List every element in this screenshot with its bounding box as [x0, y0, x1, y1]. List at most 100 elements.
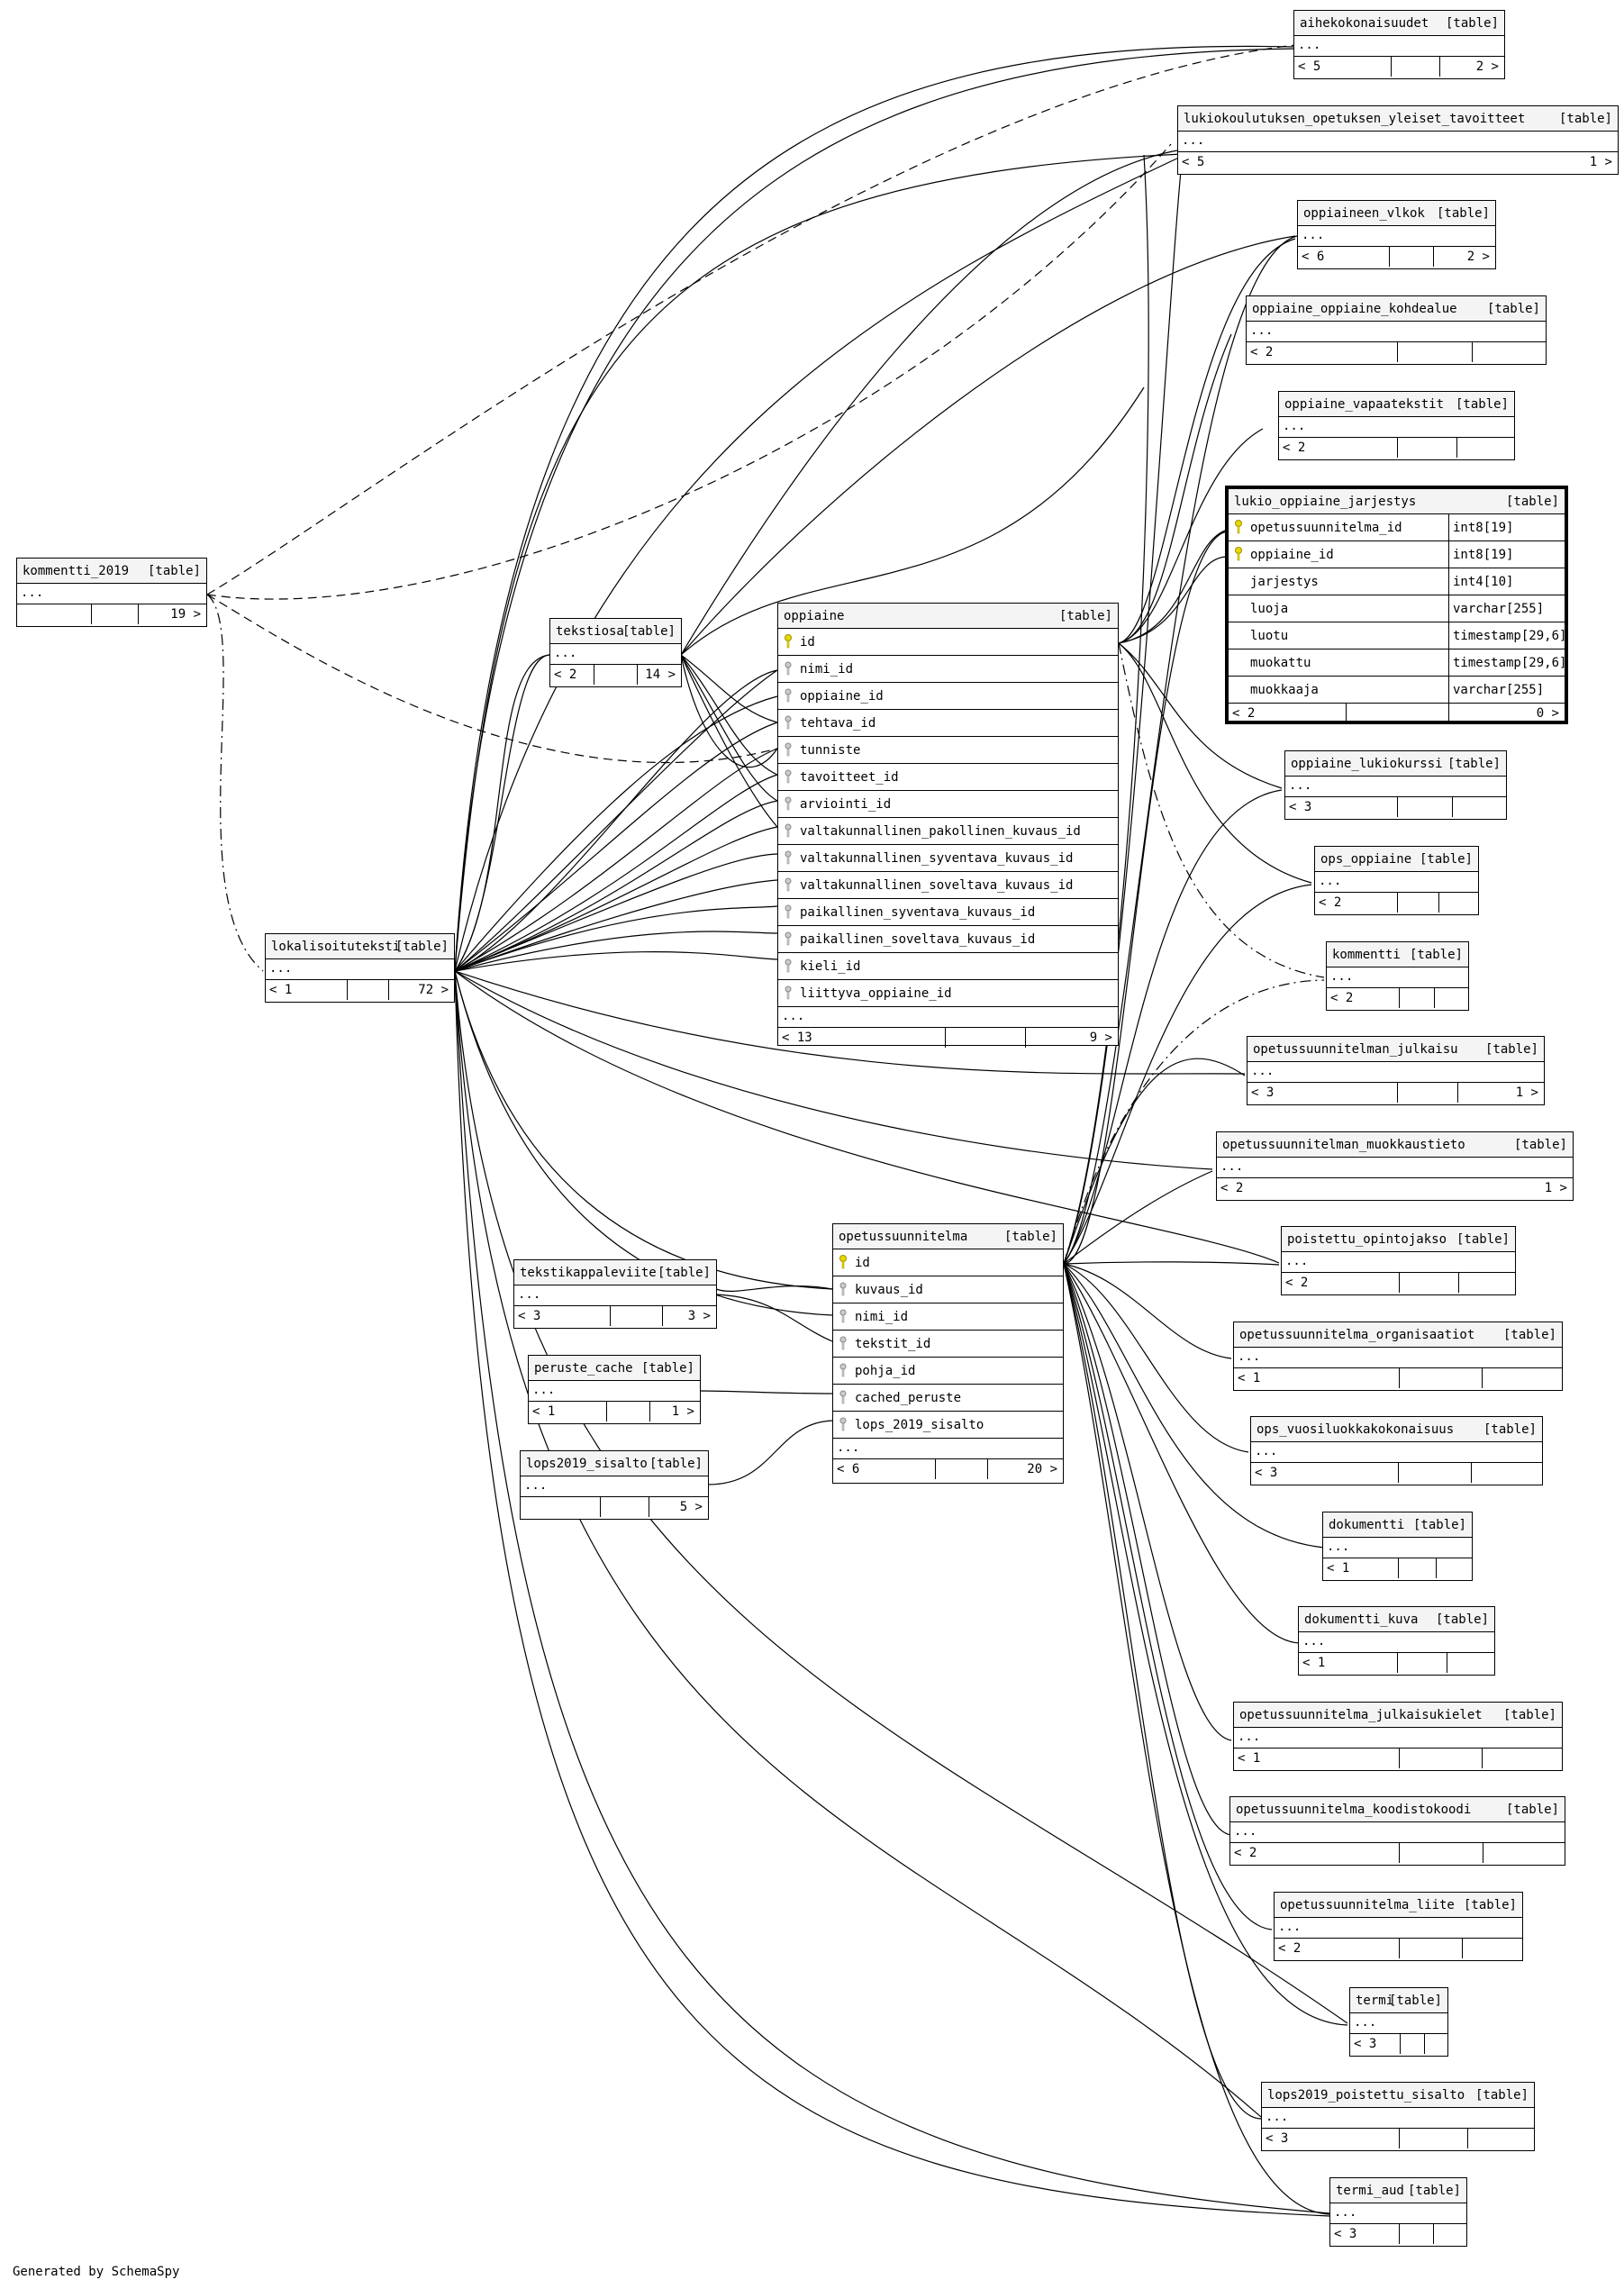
table-opetussuunnitelma_organisaatiot[interactable]: opetussuunnitelma_organisaatiot[table] .…	[1233, 1322, 1563, 1391]
table-opetussuunnitelma_liite[interactable]: opetussuunnitelma_liite[table] ... < 2	[1274, 1892, 1523, 1961]
table-kommentti[interactable]: kommentti[table] ... < 2	[1326, 941, 1469, 1011]
table-termi[interactable]: termi[table] ... < 3	[1349, 1987, 1448, 2057]
table-type-tag: [table]	[1502, 1328, 1556, 1342]
parent-count: < 2	[1278, 1941, 1302, 1956]
foreign-key-icon	[839, 1417, 848, 1431]
table-poistettu_opintojakso[interactable]: poistettu_opintojakso[table] ... < 2	[1281, 1226, 1516, 1295]
parent-count: < 1	[1302, 1656, 1326, 1670]
table-footer: 19 >	[17, 604, 206, 624]
table-opetussuunnitelma[interactable]: opetussuunnitelma[table] id kuvaus_id ni…	[832, 1223, 1064, 1484]
table-type-tag: [table]	[1419, 852, 1473, 867]
table-type-tag: [table]	[1388, 1994, 1442, 2008]
column-row[interactable]: cached_peruste	[833, 1385, 1063, 1412]
column-row[interactable]: tunniste	[778, 737, 1118, 764]
table-header: oppiaine_oppiaine_kohdealue[table]	[1247, 296, 1546, 322]
column-row[interactable]: id	[833, 1249, 1063, 1276]
parent-count: < 5	[1182, 155, 1205, 169]
column-row[interactable]: paikallinen_syventava_kuvaus_id	[778, 899, 1118, 926]
table-termi_aud[interactable]: termi_aud[table] ... < 3	[1329, 2177, 1467, 2247]
column-row[interactable]: paikallinen_soveltava_kuvaus_id	[778, 926, 1118, 953]
column-row[interactable]: id	[778, 629, 1118, 656]
table-footer: < 1	[1234, 1749, 1562, 1768]
table-footer: < 1	[1299, 1653, 1494, 1673]
table-oppiaine_lukiokurssi[interactable]: oppiaine_lukiokurssi[table] ... < 3	[1284, 750, 1507, 820]
table-opetussuunnitelma_julkaisukielet[interactable]: opetussuunnitelma_julkaisukielet[table] …	[1233, 1702, 1563, 1771]
table-dokumentti_kuva[interactable]: dokumentti_kuva[table] ... < 1	[1298, 1606, 1495, 1676]
table-type-tag: [table]	[1463, 1898, 1517, 1912]
table-opetussuunnitelma_koodistokoodi[interactable]: opetussuunnitelma_koodistokoodi[table] .…	[1229, 1796, 1565, 1866]
table-type-tag: [table]	[1058, 609, 1112, 623]
column-name: oppiaine_id	[1250, 548, 1334, 562]
primary-key-icon	[839, 1255, 848, 1269]
table-opetussuunnitelman_muokkaustieto[interactable]: opetussuunnitelman_muokkaustieto[table] …	[1216, 1131, 1574, 1201]
columns-placeholder: ...	[833, 1439, 1063, 1459]
table-type-tag: [table]	[1505, 1803, 1559, 1817]
table-name: oppiaine	[784, 609, 845, 623]
table-kommentti_2019[interactable]: kommentti_2019[table] ... 19 >	[16, 558, 207, 627]
foreign-key-icon	[784, 688, 793, 703]
table-opetussuunnitelman_julkaisu[interactable]: opetussuunnitelman_julkaisu[table] ... <…	[1247, 1036, 1545, 1105]
table-ops_vuosiluokkakokonaisuus[interactable]: ops_vuosiluokkakokonaisuus[table] ... < …	[1250, 1416, 1543, 1485]
table-name: opetussuunnitelma_liite	[1280, 1898, 1455, 1912]
column-row[interactable]: liittyva_oppiaine_id	[778, 980, 1118, 1007]
columns-placeholder: ...	[1251, 1442, 1542, 1463]
column-name: nimi_id	[855, 1310, 909, 1324]
column-row[interactable]: nimi_id	[778, 656, 1118, 683]
column-row[interactable]: valtakunnallinen_soveltava_kuvaus_id	[778, 872, 1118, 899]
table-oppiaine[interactable]: oppiaine [table] id nimi_id oppiaine_id t…	[777, 603, 1119, 1048]
table-ops_oppiaine[interactable]: ops_oppiaine[table] ... < 2	[1314, 846, 1479, 915]
column-row[interactable]: tavoitteet_id	[778, 764, 1118, 791]
column-row[interactable]: nimi_id	[833, 1303, 1063, 1331]
columns-placeholder: ...	[1315, 872, 1478, 893]
column-name: cached_peruste	[855, 1391, 962, 1405]
table-lukiokoulutuksen_opetuksen_yleiset_tavoitteet[interactable]: lukiokoulutuksen_opetuksen_yleiset_tavoi…	[1177, 105, 1619, 175]
table-type-tag: [table]	[649, 1457, 703, 1471]
column-row[interactable]: kieli_id	[778, 953, 1118, 980]
foreign-key-icon	[784, 904, 793, 919]
table-lops2019_sisalto[interactable]: lops2019_sisalto[table] ... 5 >	[520, 1450, 709, 1520]
parent-count: < 6	[1302, 250, 1325, 264]
table-lops2019_poistettu_sisalto[interactable]: lops2019_poistettu_sisalto[table] ... < …	[1261, 2082, 1535, 2151]
table-header: poistettu_opintojakso[table]	[1282, 1227, 1515, 1252]
column-row[interactable]: oppiaine_id	[778, 683, 1118, 710]
column-row[interactable]: lops_2019_sisalto	[833, 1412, 1063, 1439]
table-footer: < 3	[1330, 2224, 1466, 2244]
parent-count: < 3	[1251, 1085, 1275, 1100]
columns-placeholder: ...	[1282, 1252, 1515, 1273]
table-oppiaine_vapaatekstit[interactable]: oppiaine_vapaatekstit[table] ... < 2	[1278, 391, 1515, 460]
foreign-key-icon	[784, 715, 793, 730]
column-row[interactable]: valtakunnallinen_syventava_kuvaus_id	[778, 845, 1118, 872]
column-row[interactable]: pohja_id	[833, 1358, 1063, 1385]
column-row[interactable]: valtakunnallinen_pakollinen_kuvaus_id	[778, 818, 1118, 845]
parent-count: < 6	[837, 1462, 860, 1476]
table-name: termi	[1356, 1994, 1394, 2008]
column-row[interactable]: kuvaus_id	[833, 1276, 1063, 1303]
table-header: oppiaine_vapaatekstit[table]	[1279, 392, 1514, 417]
column-type: timestamp[29,6]	[1448, 649, 1566, 676]
column-row[interactable]: tehtava_id	[778, 710, 1118, 737]
column-row[interactable]: tekstit_id	[833, 1331, 1063, 1358]
column-row[interactable]: arviointi_id	[778, 791, 1118, 818]
table-dokumentti[interactable]: dokumentti[table] ... < 1	[1322, 1512, 1473, 1581]
columns-placeholder: ...	[1350, 2013, 1447, 2034]
table-oppiaine_oppiaine_kohdealue[interactable]: oppiaine_oppiaine_kohdealue[table] ... <…	[1246, 295, 1547, 365]
table-lukio_oppiaine_jarjestys[interactable]: lukio_oppiaine_jarjestys[table] opetussu…	[1225, 486, 1568, 724]
table-name: oppiaine_oppiaine_kohdealue	[1252, 302, 1457, 316]
foreign-key-icon	[784, 850, 793, 865]
column-name: pohja_id	[855, 1364, 916, 1378]
